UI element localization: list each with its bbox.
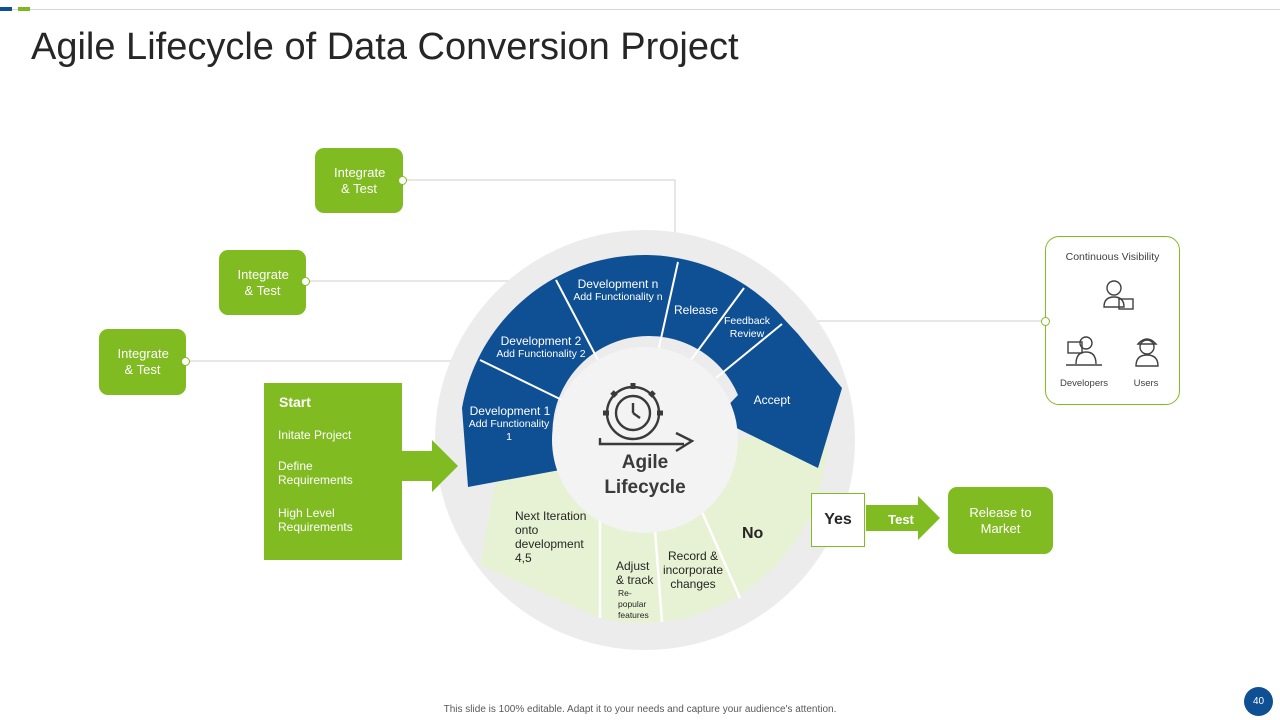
segment-sub: Add Functionality n	[573, 291, 663, 303]
user-icon	[1135, 338, 1159, 367]
page-number: 40	[1244, 687, 1273, 716]
integrate-test-box-1: Integrate & Test	[315, 148, 403, 213]
segment-title: Development 1	[469, 404, 551, 418]
client-icon	[1103, 280, 1134, 310]
segment-development-n: Development n Add Functionality n	[570, 278, 666, 304]
continuous-visibility-panel: Continuous Visibility Clients Developers…	[1045, 236, 1180, 405]
segment-next-iteration: Next Iteration onto development 4,5	[515, 509, 587, 565]
test-label: Test	[888, 512, 914, 527]
center-hub	[552, 347, 738, 533]
segment-development-1: Development 1 Add Functionality 1	[466, 405, 554, 444]
segment-accept: Accept	[753, 393, 791, 407]
segment-title: Development 2	[500, 334, 582, 348]
yes-box: Yes	[811, 493, 865, 547]
segment-sub: Add Functionality 2	[496, 348, 586, 360]
segment-adjust-sub: Re-popular features	[618, 588, 649, 620]
integrate-test-label: Integrate & Test	[237, 266, 289, 298]
person-label-users: Users	[1133, 378, 1159, 389]
footer-note: This slide is 100% editable. Adapt it to…	[443, 704, 837, 715]
header-accent-green	[18, 7, 30, 11]
segment-release: Release	[673, 303, 719, 317]
connector-dot	[398, 176, 407, 185]
segment-no: No	[742, 525, 764, 542]
segment-title: Development n	[577, 277, 659, 291]
header-accent-blue	[0, 7, 12, 11]
center-label: Agile Lifecycle	[604, 452, 686, 498]
connector-dot	[181, 357, 190, 366]
integrate-test-label: Integrate & Test	[334, 164, 386, 196]
release-to-market-box: Release to Market	[948, 487, 1053, 554]
visibility-title: Continuous Visibility	[1065, 251, 1160, 263]
integrate-test-box-3: Integrate & Test	[99, 329, 186, 395]
segment-record-changes: Record & incorporate changes	[662, 549, 724, 591]
connector-dot	[1041, 317, 1050, 326]
segment-feedback-review: Feedback Review	[723, 315, 771, 340]
start-panel: Start Initate Project Define Requirement…	[264, 383, 402, 560]
test-arrow	[866, 496, 940, 540]
segment-adjust-track: Adjust & track	[616, 559, 654, 587]
segment-sub: Add Functionality 1	[468, 418, 550, 443]
start-item: High Level Requirements	[278, 506, 353, 534]
segment-development-2: Development 2 Add Functionality 2	[496, 335, 586, 361]
header-rule	[0, 9, 1280, 10]
person-label-clients: Clients	[1101, 315, 1131, 326]
development-arc	[462, 255, 842, 487]
connector-dot	[301, 277, 310, 286]
page-title: Agile Lifecycle of Data Conversion Proje…	[31, 26, 739, 68]
gear-clock-icon	[598, 383, 695, 453]
integrate-test-label: Integrate & Test	[117, 346, 169, 377]
integrate-test-box-2: Integrate & Test	[219, 250, 306, 315]
start-arrow	[402, 440, 458, 492]
start-item: Define Requirements	[278, 459, 353, 487]
start-item: Initate Project	[278, 428, 352, 442]
release-label: Release to Market	[969, 504, 1032, 536]
start-heading: Start	[279, 394, 311, 410]
person-label-developers: Developers	[1059, 378, 1109, 389]
developer-icon	[1066, 336, 1102, 366]
